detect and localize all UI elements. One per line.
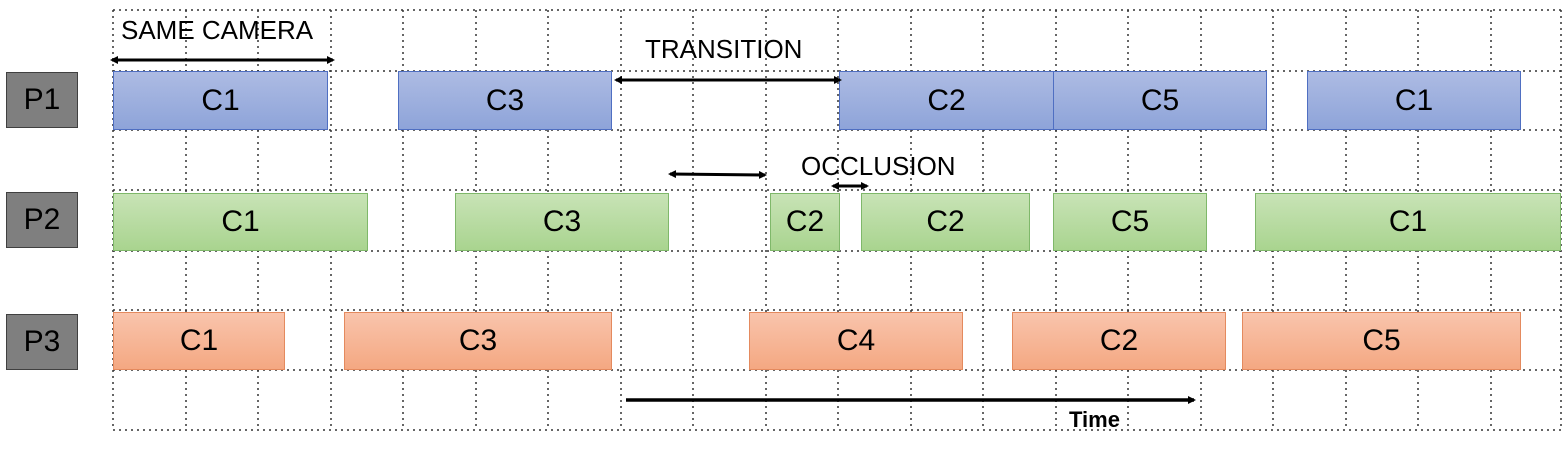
p3-segment-c2: C2 — [1012, 312, 1226, 370]
p3-segment-c1: C1 — [113, 312, 285, 370]
p2-segment-c1b: C1 — [1255, 193, 1561, 251]
p2-segment-c5: C5 — [1053, 193, 1207, 251]
p2-segment-c2a: C2 — [770, 193, 840, 251]
same-camera-label: SAME CAMERA — [121, 15, 314, 45]
person-label-p3: P3 — [6, 314, 78, 370]
p3-segment-c5: C5 — [1242, 312, 1521, 370]
person-label-p1: P1 — [6, 72, 78, 128]
p2-segment-c1: C1 — [113, 193, 368, 251]
p3-segment-c3: C3 — [344, 312, 612, 370]
gap-arrow — [668, 170, 767, 179]
time-axis-label: Time — [1069, 407, 1120, 432]
p3-segment-c4: C4 — [749, 312, 963, 370]
occlusion-label: OCCLUSION — [801, 151, 956, 181]
person-label-p2: P2 — [6, 192, 78, 248]
p2-segment-c3: C3 — [455, 193, 669, 251]
p1-segment-c1b: C1 — [1307, 71, 1521, 130]
p2-segment-c2b: C2 — [861, 193, 1030, 251]
transition-label: TRANSITION — [645, 34, 803, 64]
p1-segment-c2: C2 — [839, 71, 1054, 130]
p1-segment-c5: C5 — [1053, 71, 1267, 130]
p1-segment-c3: C3 — [398, 71, 612, 130]
p1-segment-c1: C1 — [113, 71, 328, 130]
